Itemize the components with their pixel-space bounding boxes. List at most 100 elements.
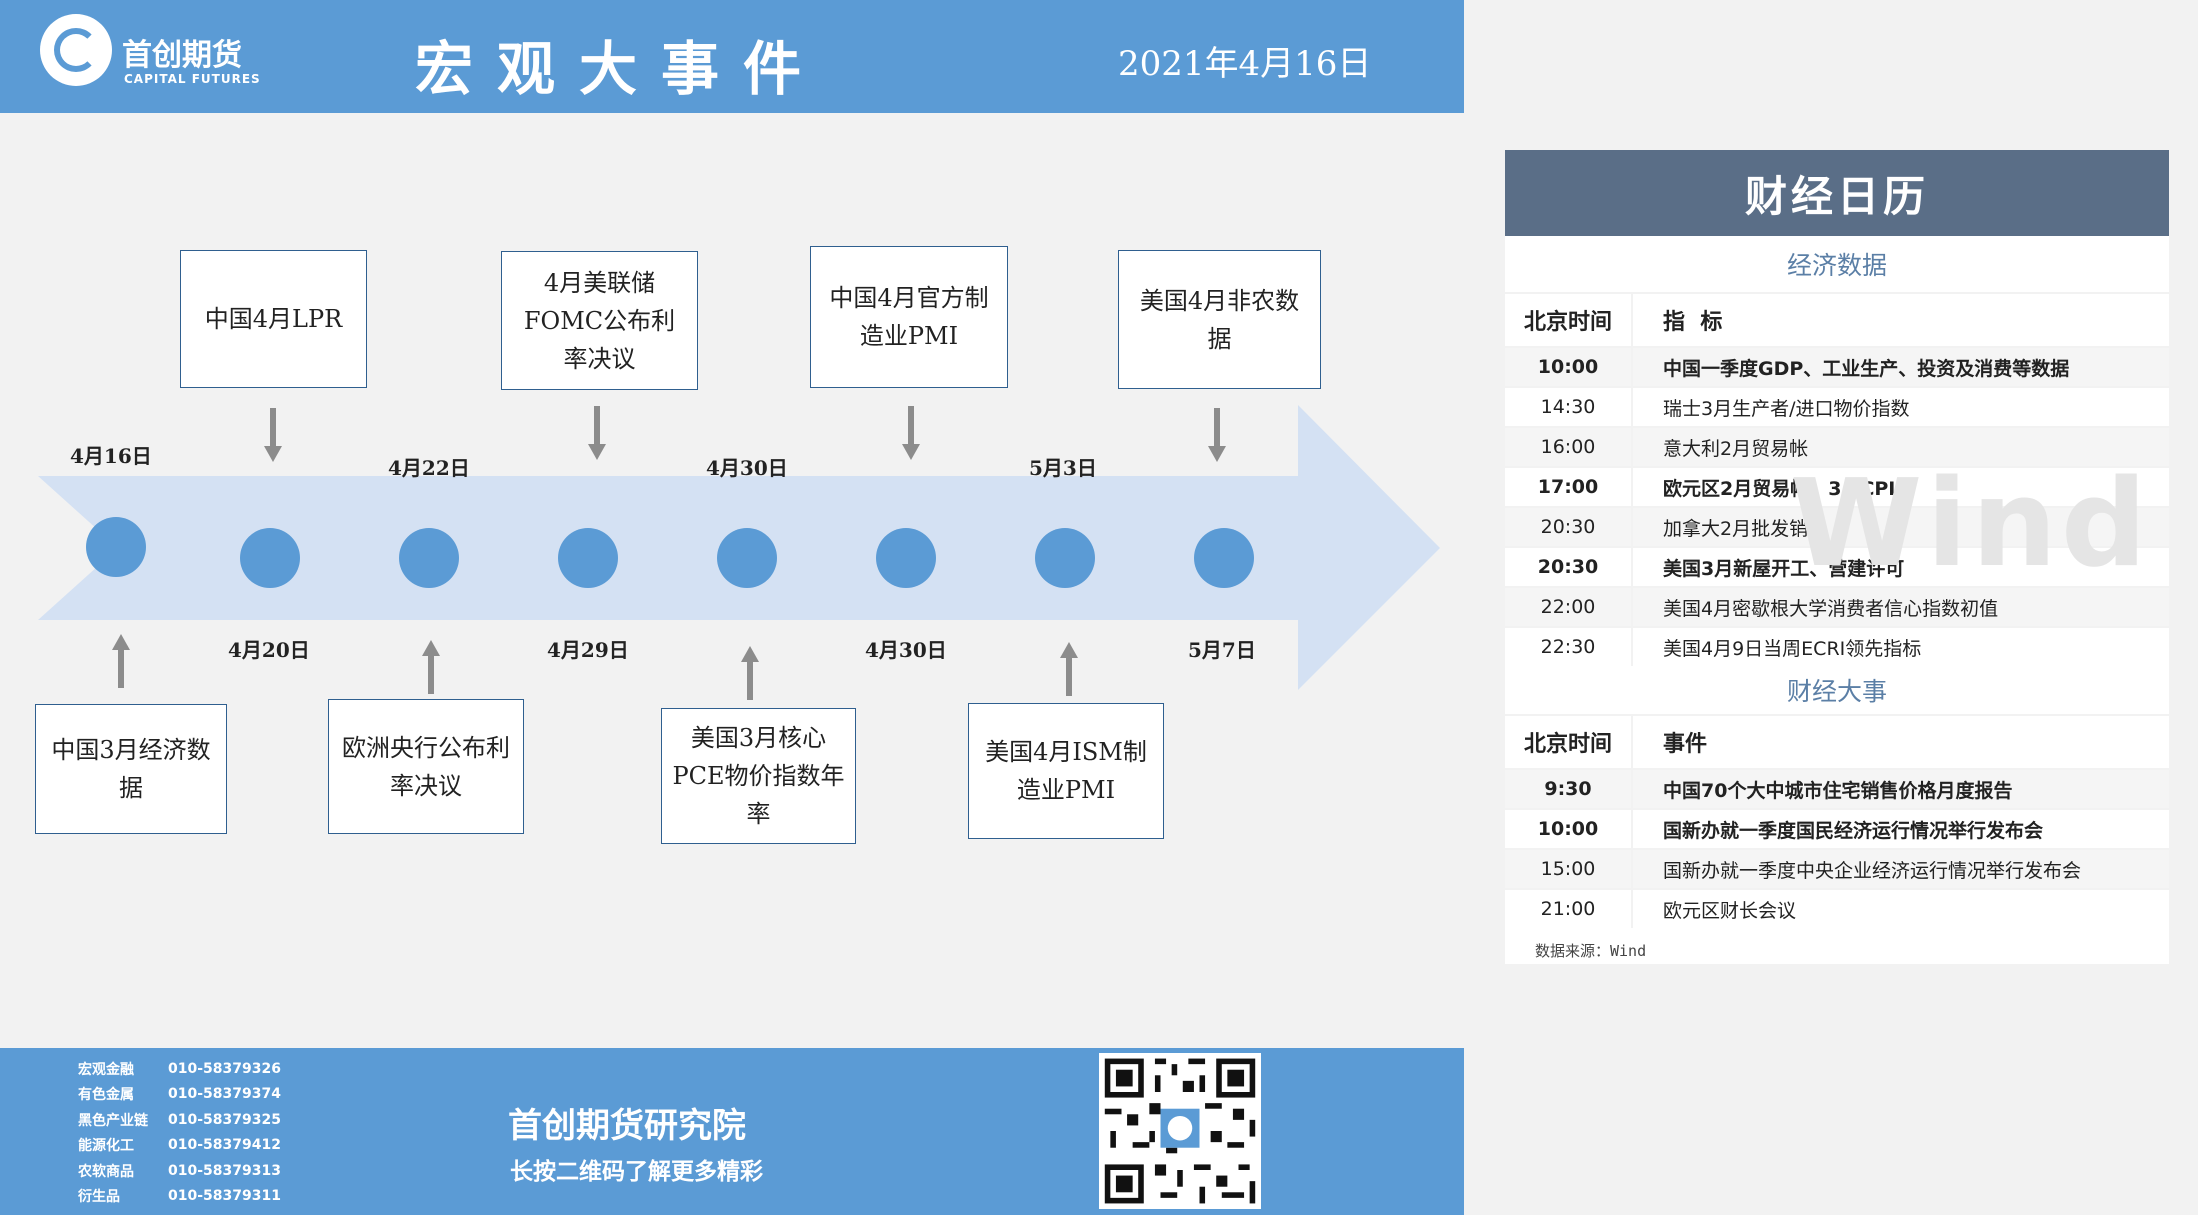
timeline-dot [558,528,618,588]
timeline-date-label: 4月22日 [388,456,470,480]
event-box: 中国3月经济数据 [35,704,227,834]
timeline-dot [86,517,146,577]
header-bar: 首创期货 CAPITAL FUTURES 宏观大事件 2021年4月16日 [0,0,1464,113]
row-time: 9:30 [1505,770,1633,808]
contact-dept: 宏观金融 [78,1061,134,1078]
row-text: 美国4月密歇根大学消费者信心指数初值 [1663,597,1999,620]
timeline-date-label: 4月20日 [228,638,310,662]
timeline-dot [240,528,300,588]
row-text: 美国4月9日当周ECRI领先指标 [1663,637,1922,660]
contact-row: 农软商品 010-58379313 [78,1158,281,1184]
contact-dept: 农软商品 [78,1163,134,1180]
row-time: 17:00 [1505,468,1633,506]
row-time: 10:00 [1505,348,1633,386]
row-text: 中国一季度GDP、工业生产、投资及消费等数据 [1663,357,2070,380]
arrow-up-icon [422,640,440,694]
calendar-title: 财经日历 [1505,150,2169,236]
econ-table-header: 北京时间 指 标 [1505,292,2169,346]
timeline-dot [876,528,936,588]
event-box: 欧洲央行公布利率决议 [328,699,524,834]
contact-phone: 010-58379326 [168,1060,281,1077]
contact-dept: 有色金属 [78,1087,134,1104]
row-time: 14:30 [1505,388,1633,426]
table-row: 21:00 欧元区财长会议 [1505,888,2169,928]
row-text: 美国3月新屋开工、营建许可 [1663,557,1905,580]
row-time: 22:30 [1505,628,1633,666]
timeline-dot [399,528,459,588]
table-row: 9:30 中国70个大中城市住宅销售价格月度报告 [1505,768,2169,808]
wind-watermark: Wind [1790,455,2151,594]
timeline-date-label: 4月29日 [547,638,629,662]
timeline-dot [717,528,777,588]
logo-name-cn: 首创期货 [122,38,242,73]
table-row: 17:00 欧元区2月贸易帐、3月CPI [1505,466,2169,506]
calendar-panel: 经济数据 北京时间 指 标 10:00 中国一季度GDP、工业生产、投资及消费等数… [1505,236,2169,964]
timeline-date-label: 5月3日 [1029,456,1097,480]
timeline-date-label: 4月30日 [865,638,947,662]
econ-section-title: 经济数据 [1786,251,1887,280]
timeline-date-label: 4月30日 [706,456,788,480]
contact-phone: 010-58379412 [168,1137,281,1154]
row-text: 欧元区财长会议 [1663,899,1797,922]
contact-row: 衍生品 010-58379311 [78,1184,281,1210]
contact-dept: 黑色产业链 [78,1112,148,1129]
table-row: 15:00 国新办就一季度中央企业经济运行情况举行发布会 [1505,848,2169,888]
econ-table: 10:00 中国一季度GDP、工业生产、投资及消费等数据 14:30 瑞士3月生产者/… [1505,346,2169,666]
event-box: 美国3月核心PCE物价指数年率 [661,708,856,844]
event-table: 9:30 中国70个大中城市住宅销售价格月度报告 10:00 国新办就一季度国民经济运… [1505,768,2169,928]
report-date: 2021年4月16日 [1118,44,1372,84]
table-row: 10:00 中国一季度GDP、工业生产、投资及消费等数据 [1505,346,2169,386]
page-title: 宏观大事件 [415,35,826,103]
table-row: 20:30 加拿大2月批发销售 [1505,506,2169,546]
footer-bar: 宏观金融 010-58379326 有色金属 010-58379374 黑色产业链 010… [0,1048,1464,1215]
contact-dept: 衍生品 [78,1189,120,1206]
row-time: 10:00 [1505,810,1633,848]
table-row: 22:00 美国4月密歇根大学消费者信心指数初值 [1505,586,2169,626]
contact-dept: 能源化工 [78,1138,134,1155]
contact-phone: 010-58379311 [168,1188,281,1205]
event-box: 4月美联储FOMC公布利率决议 [501,251,698,390]
arrow-down-icon [1208,408,1226,462]
row-text: 国新办就一季度中央企业经济运行情况举行发布会 [1663,859,2082,882]
event-box: 美国4月非农数据 [1118,250,1321,389]
timeline-dot [1035,528,1095,588]
event-section-title: 财经大事 [1786,677,1887,706]
qr-code-icon[interactable] [1099,1053,1261,1209]
arrow-down-icon [902,406,920,460]
row-text: 国新办就一季度国民经济运行情况举行发布会 [1663,819,2044,842]
arrow-up-icon [1060,642,1078,696]
row-time: 21:00 [1505,890,1633,928]
event-table-header: 北京时间 事件 [1505,714,2169,768]
arrow-down-icon [588,406,606,460]
row-time: 20:30 [1505,508,1633,546]
footer-tip: 长按二维码了解更多精彩 [510,1159,763,1185]
table-row: 10:00 国新办就一季度国民经济运行情况举行发布会 [1505,808,2169,848]
contact-row: 能源化工 010-58379412 [78,1133,281,1159]
footer-org-name: 首创期货研究院 [508,1106,746,1146]
timeline-dot [1194,528,1254,588]
contact-row: 有色金属 010-58379374 [78,1082,281,1108]
row-text: 欧元区2月贸易帐、3月CPI [1663,477,1896,500]
contact-phone: 010-58379325 [168,1111,281,1128]
row-time: 15:00 [1505,850,1633,888]
contact-list: 宏观金融 010-58379326 有色金属 010-58379374 黑色产业链 010… [78,1056,281,1209]
contact-row: 宏观金融 010-58379326 [78,1056,281,1082]
row-text: 瑞士3月生产者/进口物价指数 [1663,397,1910,420]
row-text: 中国70个大中城市住宅销售价格月度报告 [1663,779,2013,802]
event-box: 中国4月官方制造业PMI [810,246,1008,388]
row-text: 加拿大2月批发销售 [1663,517,1828,540]
contact-phone: 010-58379313 [168,1162,281,1179]
table-row: 22:30 美国4月9日当周ECRI领先指标 [1505,626,2169,666]
timeline-date-label: 4月16日 [70,444,152,468]
row-time: 22:00 [1505,588,1633,626]
table-row: 14:30 瑞士3月生产者/进口物价指数 [1505,386,2169,426]
timeline-date-label: 5月7日 [1188,638,1256,662]
arrow-up-icon [741,646,759,700]
contact-phone: 010-58379374 [168,1086,281,1103]
event-box: 中国4月LPR [180,250,367,388]
arrow-down-icon [264,408,282,462]
company-logo-icon [40,14,112,86]
row-text: 意大利2月贸易帐 [1663,437,1809,460]
